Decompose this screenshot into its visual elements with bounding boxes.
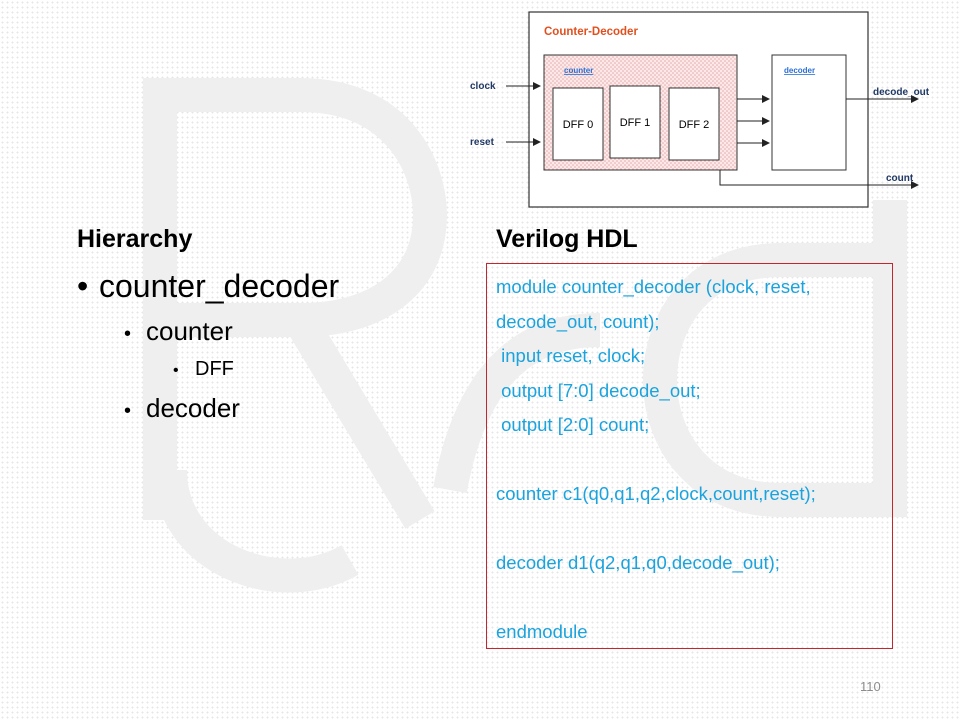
count-arrow [719,170,919,189]
dff0-box [552,87,604,161]
dff1-label: DFF 1 [620,117,651,129]
bullet-icon: • [124,400,132,422]
dff2-box [668,87,720,161]
code-line: decode_out, count); [496,311,660,332]
outer-module-title: Counter-Decoder [544,26,638,38]
hierarchy-item-dff: • DFF [173,358,234,381]
code-line: module counter_decoder (clock, reset, [496,276,811,297]
decode-out-label: decode_out [873,87,930,98]
dff1-box [609,85,661,159]
code-line: decoder d1(q2,q1,q0,decode_out); [496,552,780,573]
hierarchy-item-label: DFF [195,358,234,380]
page-number: 110 [860,679,881,694]
count-label: count [886,173,914,184]
hierarchy-item-label: counter_decoder [99,268,340,304]
code-line: output [2:0] count; [496,414,650,435]
hierarchy-item-label: decoder [146,393,240,423]
bullet-icon: • [77,268,89,304]
verilog-heading: Verilog HDL [496,225,638,253]
counter-label: counter [564,66,593,75]
dff2-label: DFF 2 [679,119,710,131]
hierarchy-heading: Hierarchy [77,225,193,253]
code-line: endmodule [496,621,588,642]
code-line: counter c1(q0,q1,q2,clock,count,reset); [496,483,816,504]
dff0-label: DFF 0 [563,119,594,131]
hierarchy-item-decoder: • decoder [124,393,240,424]
hierarchy-item-counter: • counter [124,316,233,347]
verilog-code-box [486,263,893,649]
code-line: output [7:0] decode_out; [496,380,701,401]
clock-input-label: clock [470,81,496,92]
decoder-label: decoder [784,66,815,75]
code-line: input reset, clock; [496,345,646,366]
reset-input-label: reset [470,137,495,148]
bullet-icon: • [124,323,132,345]
decoder-box [771,54,847,171]
counter-decoder-diagram: Counter-Decoder counter DFF 0 DFF 1 DFF … [470,11,930,208]
bullet-icon: • [173,362,179,379]
hierarchy-item-counter-decoder: • counter_decoder [77,268,339,305]
hierarchy-item-label: counter [146,316,233,346]
